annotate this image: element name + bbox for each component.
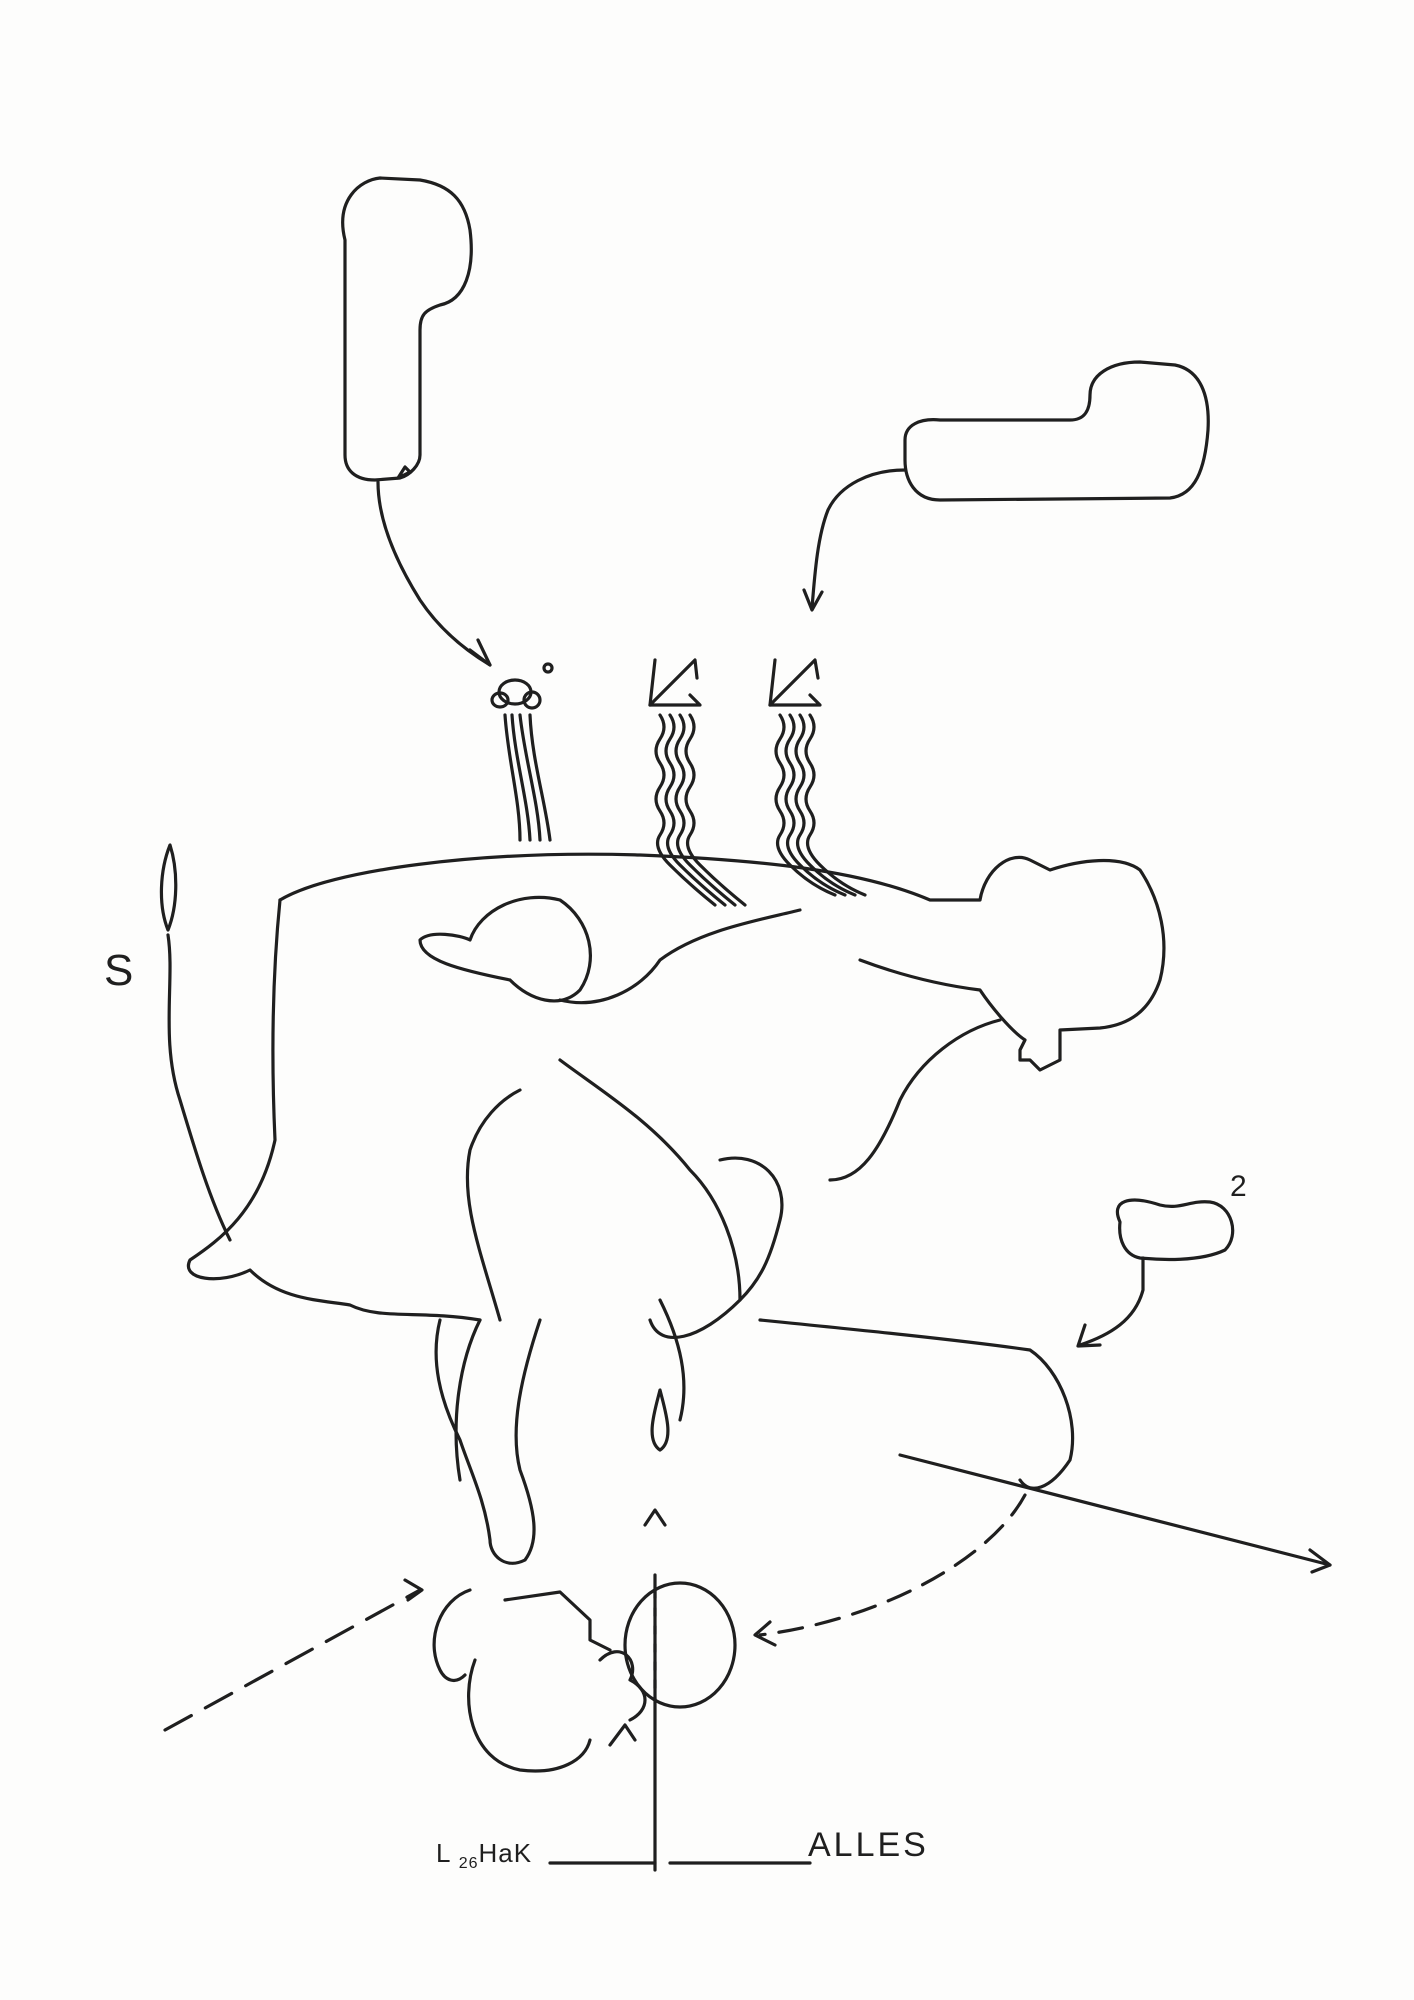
arrowhead-arc: [753, 1620, 777, 1647]
cloud-icon: [490, 662, 554, 842]
reclining-figure: [186, 852, 1166, 1565]
gear-cluster: [432, 1508, 737, 1872]
hak-text: HaK: [478, 1838, 533, 1868]
hak-label: L 26HaK: [436, 1838, 532, 1873]
leaf-stem: [159, 843, 232, 1242]
alles-label: ALLES: [808, 1826, 929, 1864]
speech-bubble-right: [802, 360, 1210, 612]
diagonal-line-right: [898, 1453, 1332, 1567]
arrowhead-right: [1308, 1548, 1332, 1574]
s-label: S: [104, 946, 134, 995]
arrowhead-left: [403, 1578, 424, 1602]
hak-prefix: L: [436, 1838, 451, 1868]
dashed-arrow-left: [163, 1588, 422, 1732]
hak-subscript: 26: [458, 1855, 479, 1873]
superscript-two-label: 2: [1230, 1170, 1247, 1203]
kidney-shape: [1076, 1198, 1235, 1348]
speech-bubble-left: [341, 176, 492, 667]
diagonal-arrow-icon-1: [648, 658, 747, 907]
drop-icon: [650, 1388, 670, 1452]
diagonal-arrow-icon-2: [768, 658, 867, 897]
dashed-arc-arrow: [758, 1493, 1027, 1637]
